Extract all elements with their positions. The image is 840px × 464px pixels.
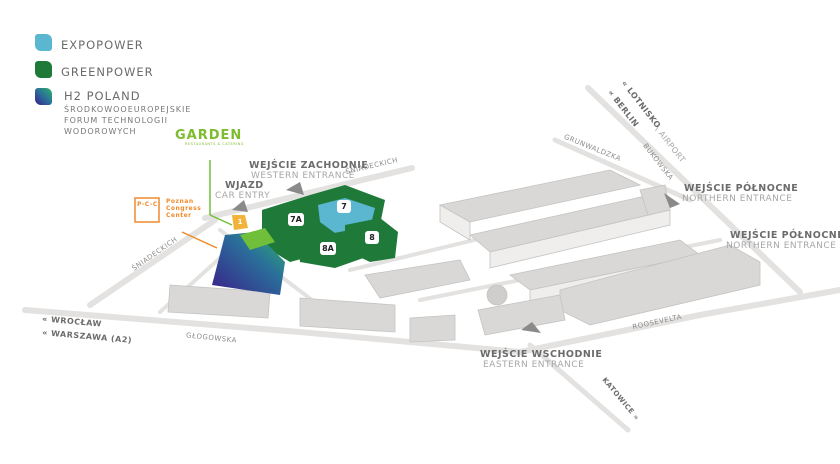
legend-swatch-expopower (35, 34, 52, 51)
northern-entrance-en: NORTHERN ENTRANCE (682, 194, 793, 204)
legend-h2-sub-line: FORUM TECHNOLOGII (64, 116, 168, 125)
gray-buildings (167, 169, 761, 343)
legend-label-h2-poland: H2 POLAND (64, 89, 141, 103)
pcc-logo (134, 197, 160, 223)
legend-h2-sub: ŚRODKOWOOEUROPEJSKIE FORUM TECHNOLOGII W… (64, 104, 191, 137)
car-entry-pl: WJAZD (225, 180, 264, 191)
western-entrance-en: WESTERN ENTRANCE (251, 171, 355, 181)
hall-1 (232, 215, 248, 230)
hall-h2-poland (212, 232, 285, 295)
legend-swatch-greenpower (35, 61, 52, 78)
western-entrance-arrow (286, 182, 304, 195)
pcc-logo-text: P-C-C (137, 201, 158, 208)
legend-swatch-h2-poland (35, 88, 52, 105)
entrance-arrows (232, 182, 680, 333)
pcc-name-line: Poznan (166, 198, 194, 205)
pcc-name: Poznan Congress Center (166, 198, 201, 219)
hall-label-7a[interactable]: 7A (288, 213, 304, 226)
eastern-entrance-en: EASTERN ENTRANCE (483, 360, 585, 370)
western-entrance-pl: WEJŚCIE ZACHODNIE (249, 160, 369, 171)
legend-label-greenpower: GREENPOWER (61, 65, 154, 79)
road-grunwaldzka (552, 137, 693, 203)
garden-pavilion (240, 228, 275, 250)
northern-entrance-pl: WEJŚCIE PÓŁNOCNE (684, 183, 799, 194)
hall-label-7[interactable]: 7 (337, 200, 351, 213)
road-katowice (527, 342, 631, 433)
road-glogowska (22, 287, 840, 356)
garden-logo: GARDEN (175, 128, 243, 143)
northern-entrance-a-en: NORTHERN ENTRANCE A (726, 241, 840, 251)
road-bukowska (585, 85, 803, 295)
eastern-entrance-arrow (521, 322, 541, 333)
hall-label-8a[interactable]: 8A (320, 242, 336, 255)
northern-entrance-a-pl: WEJŚCIE PÓŁNOCNE A (730, 230, 840, 241)
pcc-name-line: Congress (166, 205, 202, 212)
eastern-entrance-pl: WEJŚCIE WSCHODNIE (480, 349, 603, 360)
northern-entrance-arrow (664, 193, 680, 208)
car-entry-en: CAR ENTRY (215, 191, 271, 201)
hall-label-8[interactable]: 8 (365, 231, 379, 244)
legend-h2-sub-line: WODOROWYCH (64, 127, 137, 136)
garden-subtitle: RESTAURANTS & CATERING (185, 142, 245, 146)
pcc-pointer (181, 231, 218, 249)
road-sniadeckich-left (87, 217, 218, 308)
car-entry-arrow (232, 200, 248, 212)
legend-label-expopower: EXPOPOWER (61, 38, 144, 52)
pcc-name-line: Center (166, 212, 192, 219)
hall-label-1[interactable]: 1 (237, 218, 243, 226)
legend-h2-sub-line: ŚRODKOWOOEUROPEJSKIE (64, 105, 192, 114)
